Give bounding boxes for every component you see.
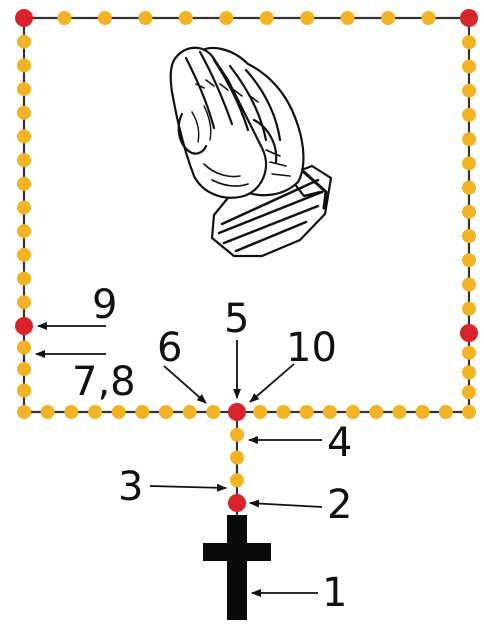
small-bead [341,11,355,25]
small-bead [183,405,197,419]
small-bead [179,11,193,25]
small-bead [219,11,233,25]
small-bead [17,82,31,96]
small-bead [17,362,31,376]
small-bead [462,35,476,49]
label-6: 6 [157,325,182,371]
label-78: 7,8 [72,359,136,405]
small-bead [323,405,337,419]
small-bead [41,405,55,419]
arrow-2 [250,503,322,507]
small-bead [138,11,152,25]
label-2: 2 [327,482,352,528]
small-bead [462,346,476,360]
small-bead [17,58,31,72]
small-bead [260,11,274,25]
small-bead [17,201,31,215]
small-bead [462,205,476,219]
large-bead [15,9,33,27]
small-bead [17,153,31,167]
small-bead [17,35,31,49]
small-bead [381,11,395,25]
small-bead [462,132,476,146]
label-3: 3 [118,464,143,510]
small-bead [64,405,78,419]
small-bead [462,229,476,243]
large-bead [15,317,33,335]
small-bead [17,248,31,262]
large-bead [460,9,478,27]
label-4: 4 [327,420,352,466]
small-bead [230,428,244,442]
small-bead [462,253,476,267]
small-bead [17,129,31,143]
small-bead [392,405,406,419]
small-bead [17,384,31,398]
small-bead [462,366,476,380]
small-bead [300,11,314,25]
arrow-6 [164,366,206,403]
small-bead [276,405,290,419]
label-10: 10 [286,325,337,371]
small-bead [112,405,126,419]
small-bead [422,11,436,25]
praying-hands-icon [171,48,331,256]
small-bead [17,272,31,286]
crucifix-icon [203,515,271,620]
label-5: 5 [224,296,249,342]
small-bead [462,181,476,195]
labels: 1 2 3 4 5 6 7,8 9 10 [72,282,352,616]
small-bead [300,405,314,419]
small-bead [57,11,71,25]
small-bead [462,84,476,98]
small-bead [462,108,476,122]
small-bead [135,405,149,419]
large-bead [228,403,246,421]
small-bead [346,405,360,419]
small-bead [206,405,220,419]
small-bead [98,11,112,25]
small-bead [17,224,31,238]
small-bead [462,59,476,73]
small-bead [230,451,244,465]
small-bead [462,302,476,316]
small-bead [439,405,453,419]
small-bead [369,405,383,419]
small-bead [416,405,430,419]
large-bead [460,324,478,342]
small-bead [88,405,102,419]
small-bead [17,341,31,355]
small-bead [462,156,476,170]
small-bead [230,473,244,487]
small-bead [17,405,31,419]
label-1: 1 [322,570,347,616]
small-bead [17,295,31,309]
small-bead [462,385,476,399]
small-bead [462,278,476,292]
small-bead [462,405,476,419]
small-bead [253,405,267,419]
small-bead [17,106,31,120]
small-bead [17,177,31,191]
arrow-3 [150,486,226,488]
large-bead [228,494,246,512]
label-9: 9 [92,282,117,328]
small-bead [159,405,173,419]
